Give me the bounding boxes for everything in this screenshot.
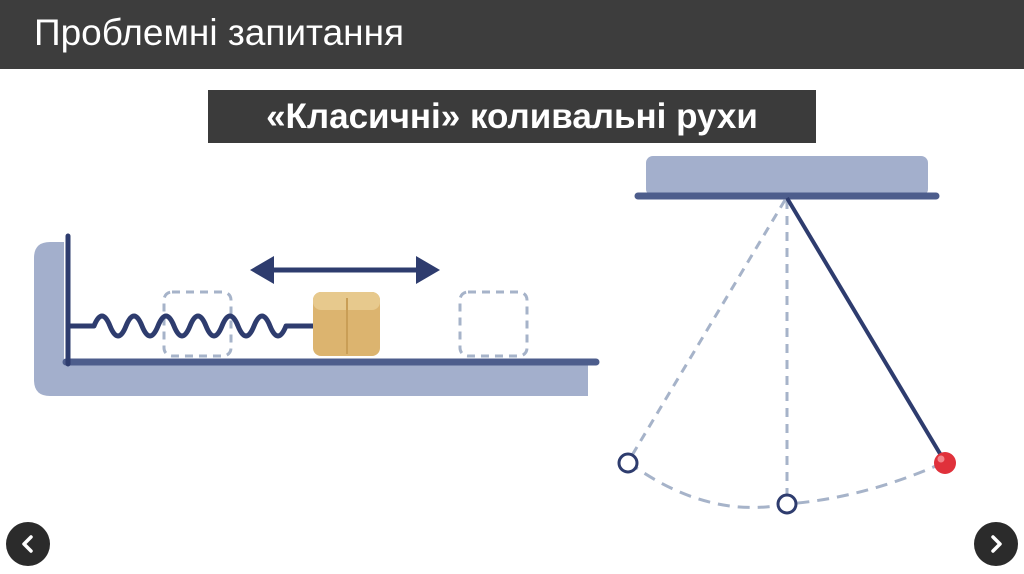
prev-slide-button[interactable]	[6, 522, 50, 566]
double-arrow	[250, 256, 440, 284]
mass-block	[313, 292, 380, 356]
spring-mass-base	[34, 242, 588, 396]
pendulum-string	[785, 196, 947, 464]
pendulum-bob	[934, 452, 956, 474]
title-bar: Проблемні запитання	[0, 0, 1024, 69]
next-slide-button[interactable]	[974, 522, 1018, 566]
bob-ghost-center	[776, 493, 798, 515]
pendulum-bob-highlight	[937, 455, 945, 463]
subtitle-text: «Класичні» коливальні рухи	[266, 97, 758, 136]
chevron-left-icon	[22, 535, 33, 553]
dashed-block-right	[458, 290, 529, 358]
bob-ghost-left	[617, 452, 639, 474]
pendulum-ceiling	[646, 156, 928, 196]
spring-mass-system	[34, 233, 600, 396]
page-title: Проблемні запитання	[34, 12, 405, 53]
subtitle-banner: «Класичні» коливальні рухи	[208, 90, 816, 143]
dashed-string-left	[626, 199, 787, 463]
dashed-block-left	[162, 290, 233, 358]
pendulum-system	[617, 156, 956, 515]
spring	[67, 313, 317, 339]
chevron-right-icon	[991, 535, 1002, 553]
